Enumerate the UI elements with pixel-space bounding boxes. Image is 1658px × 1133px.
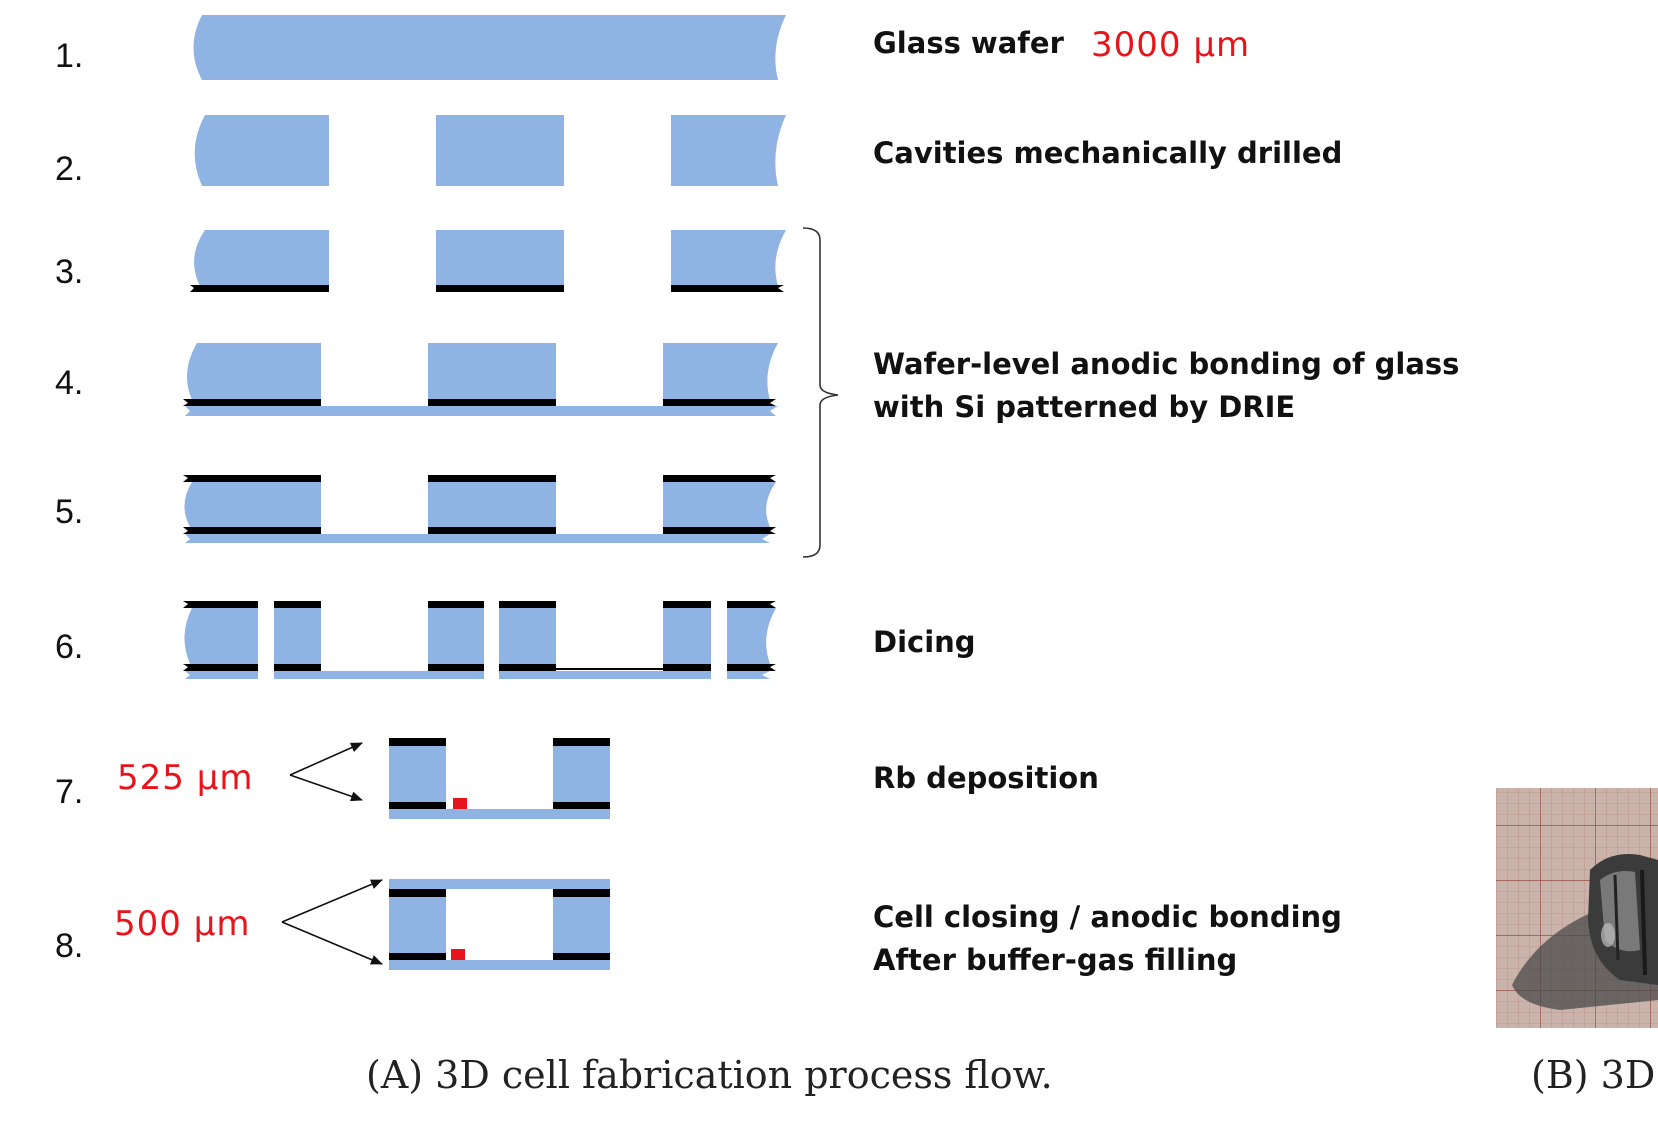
step-number-3: 3.	[55, 253, 83, 291]
glass-wafer-thickness-label: 3000 μm	[1091, 25, 1250, 65]
caption-b: (B) 3D	[1531, 1053, 1655, 1097]
step-6-dicing	[183, 601, 776, 679]
step-number-7: 7.	[55, 773, 83, 811]
rb-droplet	[453, 798, 467, 809]
step-number-8: 8.	[55, 927, 83, 965]
step-4-description-line-1: Wafer-level anodic bonding of glass	[873, 347, 1459, 381]
thickness-arrows-step-8	[281, 879, 383, 965]
rb-droplet	[451, 949, 465, 960]
step-1-glass-wafer	[193, 15, 786, 80]
cell-photo	[1496, 788, 1658, 1028]
step-1-description: Glass wafer	[873, 26, 1065, 60]
step-8-thickness-label: 500 μm	[114, 904, 250, 944]
step-number-5: 5.	[55, 493, 83, 531]
step-number-6: 6.	[55, 628, 83, 666]
step-6-description: Dicing	[873, 625, 976, 659]
steps-3-5-bracket	[802, 227, 839, 558]
step-7-rb-deposition	[389, 738, 610, 819]
step-8-description-line-2: After buffer-gas filling	[873, 943, 1237, 977]
step-number-4: 4.	[55, 364, 83, 402]
step-number-2: 2.	[55, 150, 83, 188]
step-4-anodic-bonding	[183, 343, 778, 416]
step-number-1: 1.	[55, 37, 83, 75]
step-5-double-silicon	[183, 475, 776, 543]
thickness-arrows-step-7	[289, 742, 363, 802]
step-8-description-line-1: Cell closing / anodic bonding	[873, 900, 1342, 934]
step-7-thickness-label: 525 μm	[117, 758, 253, 798]
step-2-description: Cavities mechanically drilled	[873, 136, 1342, 170]
step-8-cell-closing	[389, 879, 610, 970]
step-2-drilled-glass	[194, 115, 786, 186]
step-7-description: Rb deposition	[873, 761, 1099, 795]
caption-a: (A) 3D cell fabrication process flow.	[366, 1053, 1053, 1097]
step-3-glass-with-silicon	[190, 230, 786, 292]
step-4-description-line-2: with Si patterned by DRIE	[873, 390, 1295, 424]
